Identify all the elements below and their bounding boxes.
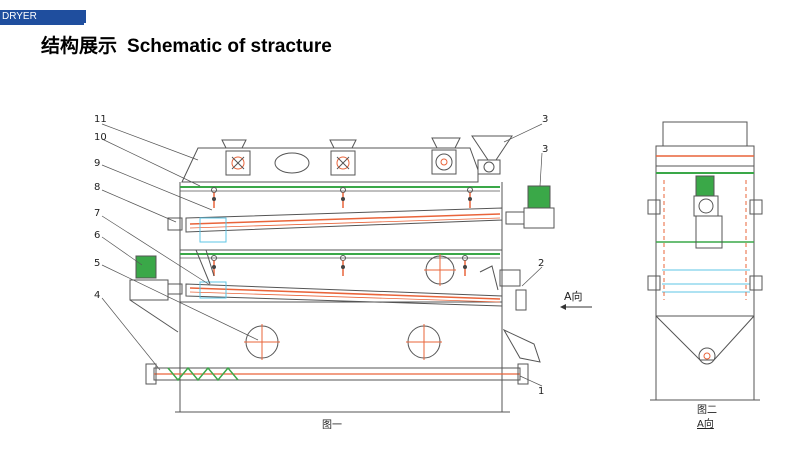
figure2-view-label: A向: [697, 417, 714, 430]
right-drive-motor: [505, 185, 555, 229]
lower-conveyor: [185, 281, 503, 307]
callout-3-right: 3: [542, 144, 548, 155]
leader-lines: [101, 123, 543, 387]
callout-1: 4: [94, 290, 100, 301]
callout-11: 1: [538, 386, 544, 397]
figure1-caption: 图一: [322, 419, 342, 431]
page-title: 结构展示 Schematic of stracture: [41, 31, 332, 58]
callout-9: 3: [542, 114, 548, 125]
callout-8: 11: [94, 114, 107, 125]
figure2-caption: 图二: [697, 404, 717, 416]
upper-conveyor: [185, 207, 503, 243]
exhaust-hoods: [221, 137, 461, 149]
callout-4: 7: [94, 208, 100, 219]
callout-7: 10: [94, 132, 107, 143]
page-title-chinese: 结构展示: [41, 35, 118, 57]
screw-conveyor: [145, 363, 529, 385]
main-view-figure: [101, 123, 592, 413]
top-hood: [181, 147, 479, 183]
callout-5: 8: [94, 182, 100, 193]
page-title-english: Schematic of stracture: [127, 36, 332, 57]
callout-numbers: 11 10 9 8 7 6 5 4 3 3 2 1: [94, 114, 548, 397]
inspection-ports: [244, 254, 456, 360]
callout-10: 2: [538, 258, 544, 269]
callout-3-left: 6: [94, 230, 100, 241]
left-drive-motor: [129, 255, 183, 333]
side-view-figure: [647, 121, 763, 401]
top-fan-box: [431, 149, 457, 175]
callout-2: 5: [94, 258, 100, 269]
feed-hopper: [471, 135, 513, 175]
category-tag: DRYER: [0, 10, 86, 23]
callout-6: 9: [94, 158, 100, 169]
view-direction-label: A向: [564, 289, 583, 303]
green-rails: [180, 186, 500, 255]
category-tag-underline: [0, 23, 84, 25]
